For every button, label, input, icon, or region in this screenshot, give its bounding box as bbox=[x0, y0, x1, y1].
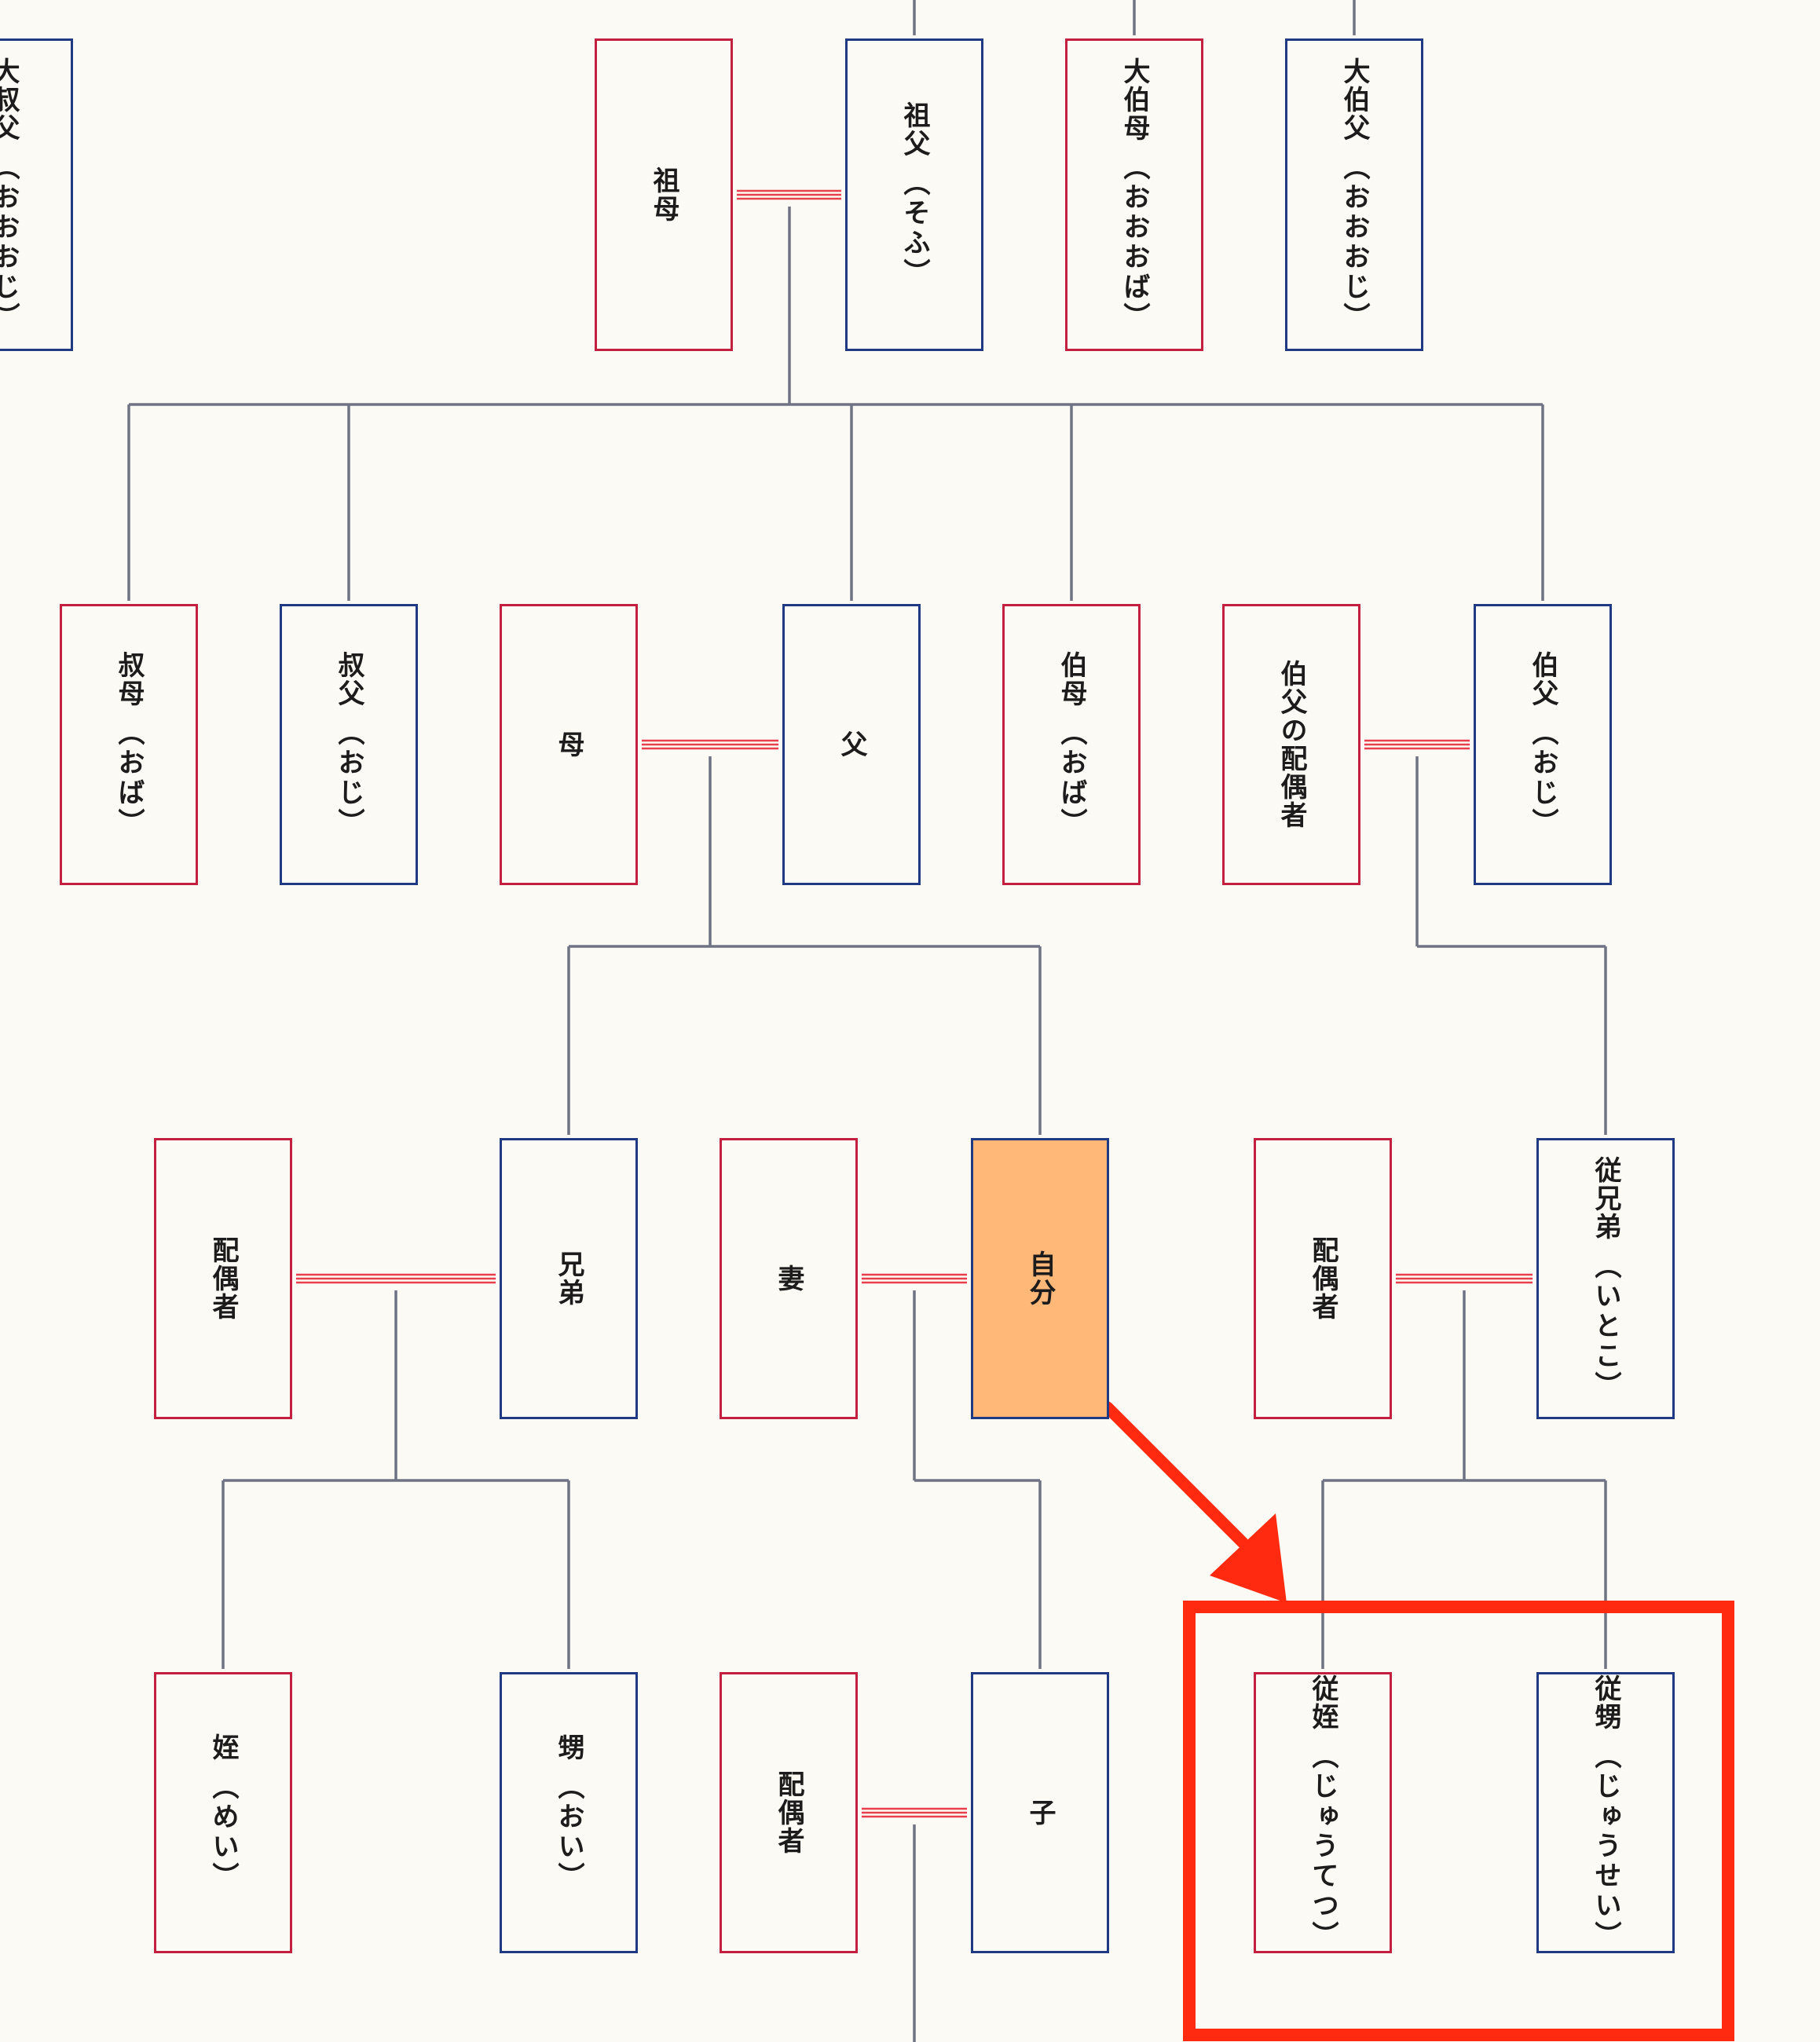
person-reading: （じゅうせい） bbox=[1590, 1742, 1621, 1951]
person-name: 叔父 bbox=[333, 651, 364, 708]
person-great-aunt: 大伯母 （おおおば） bbox=[1065, 38, 1203, 351]
person-uncle-elder: 伯父 （おじ） bbox=[1474, 604, 1612, 885]
person-reading: （そふ） bbox=[899, 169, 930, 288]
person-self: 自分 bbox=[971, 1138, 1109, 1419]
person-name: 伯母 bbox=[1056, 651, 1087, 708]
person-reading: （おば） bbox=[1056, 719, 1087, 838]
person-name: 祖父 bbox=[899, 101, 930, 158]
person-reading: （いとこ） bbox=[1590, 1252, 1621, 1401]
person-mother: 母 bbox=[500, 604, 638, 885]
person-grandmother: 祖母 bbox=[595, 38, 733, 351]
person-reading: （おい） bbox=[553, 1773, 584, 1892]
person-name: 母 bbox=[553, 730, 584, 759]
person-name: 配偶者 bbox=[1307, 1236, 1338, 1321]
highlight-frame bbox=[1183, 1601, 1734, 2041]
person-reading: （じゅうてつ） bbox=[1307, 1742, 1338, 1951]
person-name: 配偶者 bbox=[773, 1770, 804, 1855]
person-name: 伯父の配偶者 bbox=[1276, 660, 1307, 829]
person-name: 従甥 bbox=[1590, 1674, 1621, 1731]
person-name: 大伯母 bbox=[1119, 57, 1150, 142]
person-aunt-elder: 伯母 （おば） bbox=[1002, 604, 1141, 885]
person-name: 従兄弟 bbox=[1590, 1156, 1621, 1241]
person-reading: （おば） bbox=[113, 719, 145, 838]
person-name: 配偶者 bbox=[207, 1236, 239, 1321]
person-name: 姪 bbox=[207, 1733, 239, 1762]
person-child: 子 bbox=[971, 1672, 1109, 1953]
person-reading: （おおおば） bbox=[1119, 153, 1150, 332]
person-great-uncle: 大伯父 （おおおじ） bbox=[1285, 38, 1423, 351]
person-wife: 妻 bbox=[720, 1138, 858, 1419]
person-name: 父 bbox=[836, 730, 867, 759]
person-name: 叔母 bbox=[113, 651, 145, 708]
person-name: 自分 bbox=[1024, 1250, 1056, 1307]
person-name: 大伯父 bbox=[1338, 57, 1370, 142]
person-name: 妻 bbox=[773, 1264, 804, 1293]
person-name: 従姪 bbox=[1307, 1674, 1338, 1731]
person-father: 父 bbox=[782, 604, 921, 885]
person-reading: （おじ） bbox=[1527, 719, 1558, 838]
highlight-arrow-head bbox=[1210, 1513, 1287, 1603]
person-reading: （おおおじ） bbox=[1338, 153, 1370, 332]
person-sibling: 兄弟 bbox=[500, 1138, 638, 1419]
person-name: 伯父 bbox=[1527, 651, 1558, 708]
person-name: 祖母 bbox=[648, 167, 679, 223]
person-nephew: 甥 （おい） bbox=[500, 1672, 638, 1953]
person-sibling-spouse: 配偶者 bbox=[154, 1138, 292, 1419]
person-aunt-younger: 叔母 （おば） bbox=[60, 604, 198, 885]
person-reading: （おじ） bbox=[333, 719, 364, 838]
person-name: 甥 bbox=[553, 1733, 584, 1762]
person-cousin: 従兄弟 （いとこ） bbox=[1536, 1138, 1675, 1419]
person-uncle-spouse: 伯父の配偶者 bbox=[1222, 604, 1360, 885]
person-uncle-younger: 叔父 （おじ） bbox=[280, 604, 418, 885]
person-name: 大叔父 bbox=[0, 57, 20, 142]
person-reading: （めい） bbox=[207, 1773, 239, 1892]
person-child-spouse: 配偶者 bbox=[720, 1672, 858, 1953]
person-cousin-spouse: 配偶者 bbox=[1254, 1138, 1392, 1419]
person-great-uncle-left: 大叔父 （おおおじ） bbox=[0, 38, 73, 351]
person-niece: 姪 （めい） bbox=[154, 1672, 292, 1953]
person-grandfather: 祖父 （そふ） bbox=[845, 38, 983, 351]
person-name: 兄弟 bbox=[553, 1250, 584, 1307]
person-reading: （おおおじ） bbox=[0, 153, 20, 332]
person-cousin-niece: 従姪 （じゅうてつ） bbox=[1254, 1672, 1392, 1953]
person-cousin-nephew: 従甥 （じゅうせい） bbox=[1536, 1672, 1675, 1953]
person-name: 子 bbox=[1024, 1799, 1056, 1827]
highlight-arrow bbox=[1101, 1401, 1249, 1549]
